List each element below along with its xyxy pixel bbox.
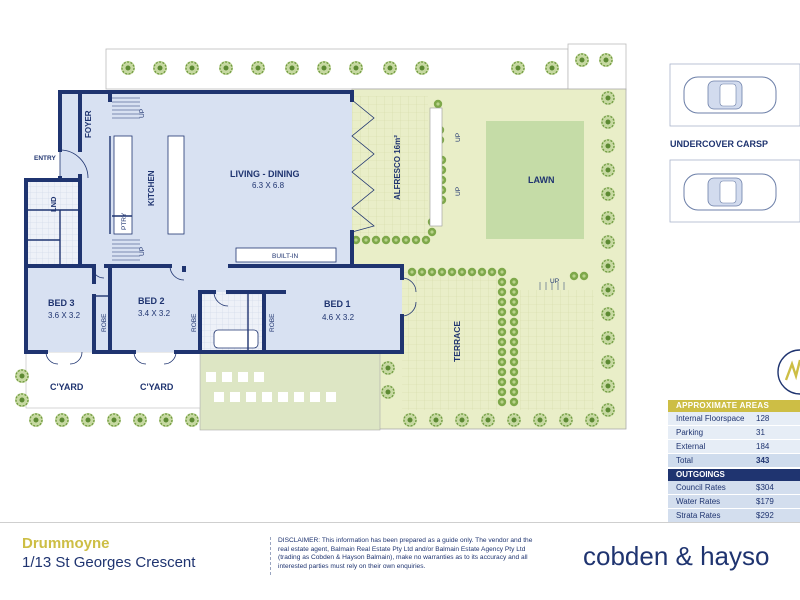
carport-label: UNDERCOVER CARSP (670, 139, 768, 149)
up-label-2: UP (139, 247, 146, 256)
stairs-entry (112, 97, 565, 290)
bed3-label: BED 3 (48, 298, 75, 308)
area-label: External (676, 442, 706, 451)
walls (24, 90, 404, 354)
area-row-internal: Internal Floorspace 128 (668, 412, 800, 426)
bed1-label: BED 1 (324, 299, 351, 309)
side-paving (520, 290, 594, 410)
alfresco-paving (352, 96, 428, 236)
robe-label-bed2: ROBE (191, 313, 198, 332)
outgoing-value: $292 (756, 511, 774, 520)
footer-divider (0, 522, 800, 523)
area-label: Total (676, 456, 693, 465)
alfresco-label: ALFRESCO 16m² (393, 135, 402, 200)
outgoing-label: Water Rates (676, 497, 721, 506)
alfresco-bench (429, 107, 443, 227)
car-icon-top (683, 76, 777, 114)
outgoing-label: Strata Rates (676, 511, 721, 520)
area-row-parking: Parking 31 (668, 426, 800, 440)
terrace-label: TERRACE (452, 321, 462, 362)
up-label-5: UP (550, 278, 559, 285)
foyer-label: FOYER (84, 110, 93, 138)
north-compass-icon (777, 349, 800, 395)
robe-label-bed3: ROBE (101, 313, 108, 332)
outgoing-row-water: Water Rates $179 (668, 495, 800, 509)
interior-floor (60, 92, 352, 266)
area-row-external: External 184 (668, 440, 800, 454)
front-courtyard-paving (199, 351, 381, 431)
robe-label-bed1: ROBE (269, 313, 276, 332)
up-label-3: UP (455, 133, 462, 142)
outgoing-row-council: Council Rates $304 (668, 481, 800, 495)
kitchen-bench (113, 135, 133, 235)
living-label: LIVING - DINING (230, 169, 300, 179)
area-value: 31 (756, 428, 765, 437)
bed3-dimensions: 3.6 X 3.2 (48, 311, 81, 320)
bathtub (213, 329, 259, 349)
suburb-title: Drummoyne (22, 535, 110, 552)
outgoing-row-strata: Strata Rates $292 (668, 509, 800, 523)
cyard-area (25, 351, 201, 409)
area-value: 128 (756, 414, 770, 423)
area-value: 343 (756, 456, 770, 465)
areas-table: APPROXIMATE AREAS Internal Floorspace 128… (668, 400, 800, 523)
laundry-label: LND (49, 196, 58, 212)
cyard-label-left: C'YARD (50, 382, 84, 392)
kitchen-label: KITCHEN (147, 170, 156, 206)
kitchen-island (167, 135, 185, 235)
outgoing-value: $179 (756, 497, 774, 506)
thin-walls (26, 136, 249, 352)
stepping-stones (206, 372, 336, 402)
outgoing-label: Council Rates (676, 483, 726, 492)
laundry-floor (26, 180, 80, 266)
area-value: 184 (756, 442, 770, 451)
built-in-unit (235, 247, 337, 263)
up-label-4: UP (455, 187, 462, 196)
area-label: Parking (676, 428, 704, 437)
living-dimensions: 6.3 X 6.8 (252, 181, 285, 190)
outgoing-value: $304 (756, 483, 774, 492)
bed2-dimensions: 3.4 X 3.2 (138, 309, 171, 318)
front-garden-strip (105, 48, 569, 90)
lawn-area (486, 121, 584, 239)
areas-header: APPROXIMATE AREAS (668, 400, 800, 412)
built-in-label: BUILT-IN (272, 253, 299, 260)
pantry-label: PTRY (121, 212, 128, 230)
area-row-total: Total 343 (668, 454, 800, 468)
up-label-1: UP (139, 109, 146, 118)
cyard-label-right: C'YARD (140, 382, 174, 392)
terrace-paving (402, 270, 500, 410)
bed1-dimensions: 4.6 X 3.2 (322, 313, 355, 322)
property-address: 1/13 St Georges Crescent (22, 554, 196, 571)
bed2-label: BED 2 (138, 296, 165, 306)
car-icon-bottom (683, 173, 777, 211)
area-label: Internal Floorspace (676, 414, 745, 423)
front-garden-edge (567, 43, 627, 91)
footer-separator (270, 537, 271, 575)
disclaimer-text: DISCLAIMER: This information has been pr… (278, 537, 533, 571)
brand-logo: cobden & hayso (583, 541, 770, 571)
outgoings-header: OUTGOINGS (668, 469, 800, 481)
entry-label: ENTRY (34, 155, 56, 162)
lawn-label: LAWN (528, 175, 555, 185)
doors (45, 99, 417, 365)
